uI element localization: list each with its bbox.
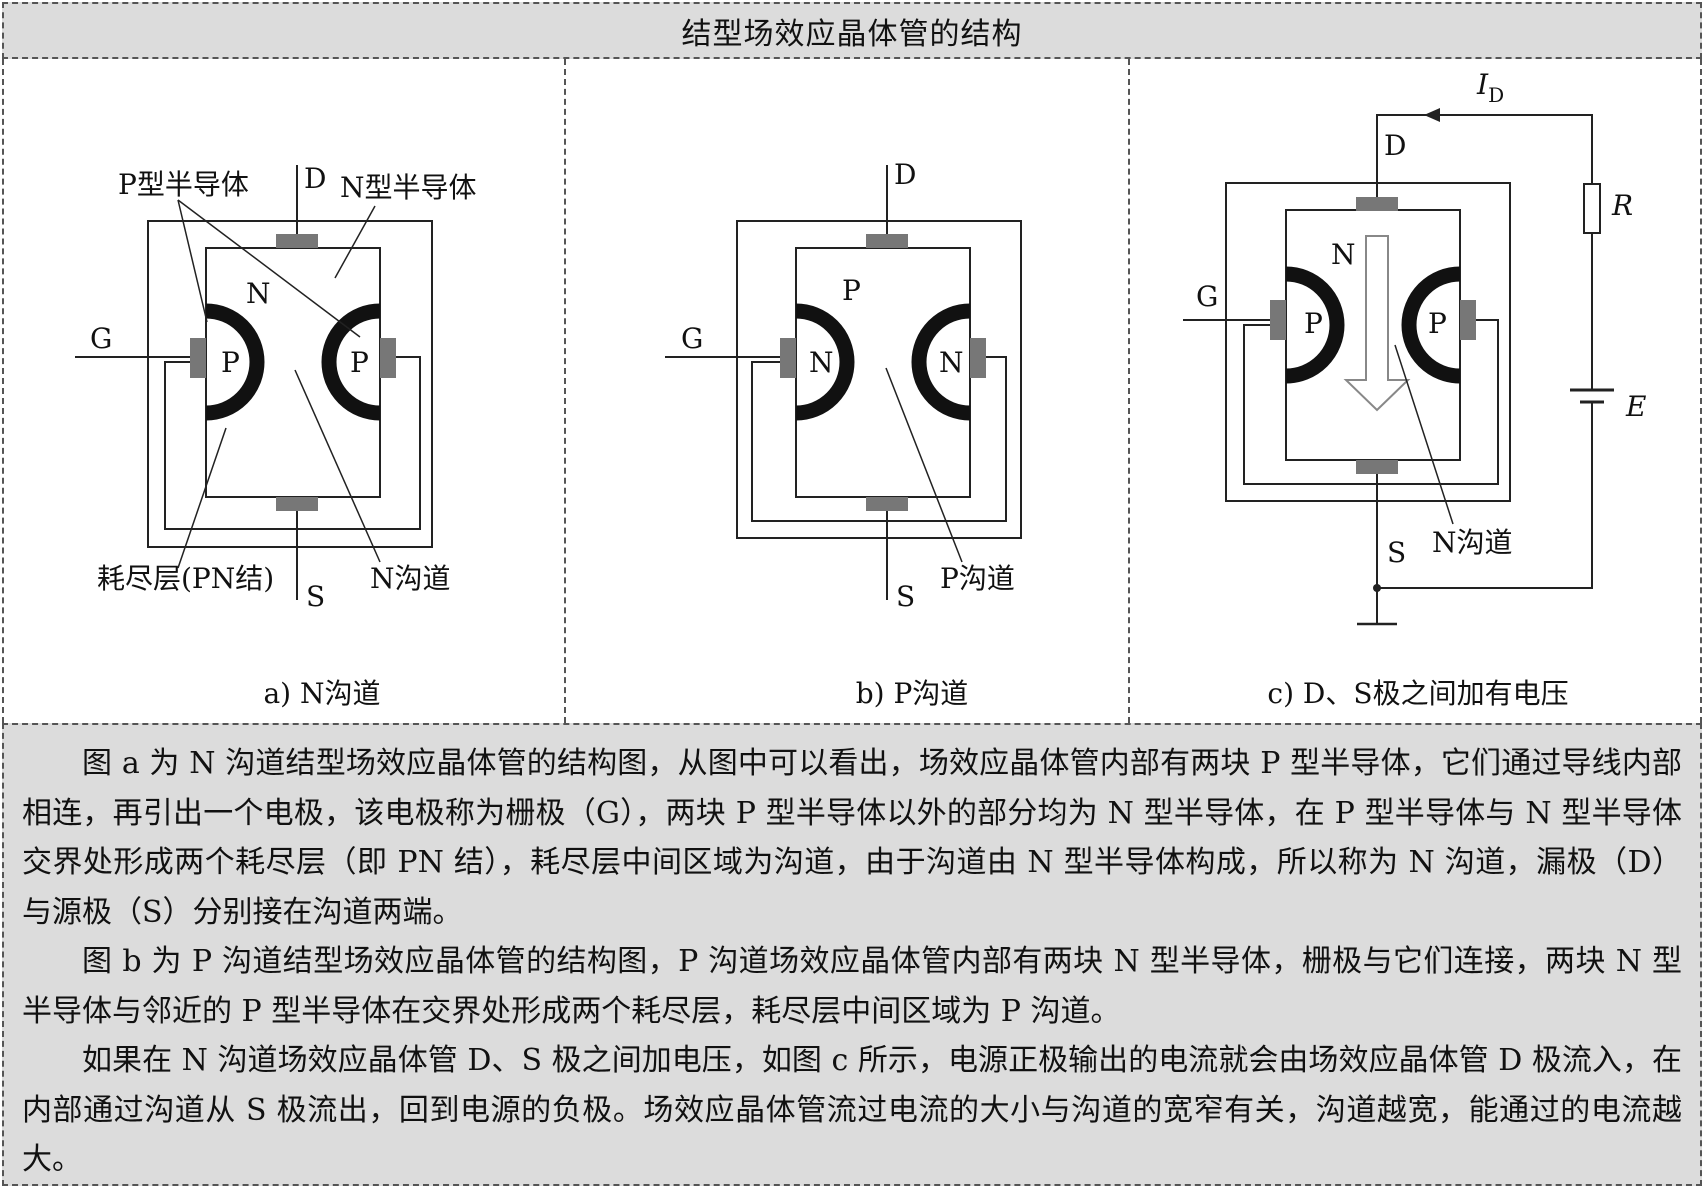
depletion-layer-left [796, 303, 855, 421]
explanation-text: 图 a 为 N 沟道结型场效应晶体管的结构图，从图中可以看出，场效应晶体管内部有… [2, 723, 1702, 1186]
junction-dot [1373, 584, 1381, 592]
pointer-channel [885, 367, 963, 563]
n-region-label: N [246, 277, 271, 310]
panel-divider-2 [1128, 59, 1130, 723]
jfet-diagrams: P型半导体 N型半导体 D G S N P P 耗尽层(PN结) N沟道 [75, 68, 1646, 626]
caption-c: c) D、S极之间加有电压 [1267, 677, 1569, 710]
caption-a: a) N沟道 [263, 677, 381, 710]
p-right-label: P [1428, 307, 1447, 340]
gate-electrode-right [1460, 300, 1476, 340]
pointer-p-left [177, 199, 208, 323]
gate-internal-wire [751, 356, 1007, 522]
p-right-label: P [350, 346, 369, 379]
channel-label: N沟道 [370, 562, 451, 595]
battery-to-source-wire [1377, 402, 1593, 589]
gate-label: G [681, 322, 703, 355]
p-region-label: P [842, 274, 861, 307]
p-semiconductor-label: P型半导体 [118, 168, 249, 201]
paragraph-2: 图 b 为 P 沟道结型场效应晶体管的结构图，P 沟道场效应晶体管内部有两块 N… [22, 944, 1682, 1029]
depletion-layer-left [206, 303, 265, 421]
drain-label: D [1384, 129, 1406, 162]
drain-circuit-wire [1376, 114, 1593, 197]
drain-label: D [894, 158, 916, 191]
current-direction-arrow [1424, 108, 1440, 122]
source-label: S [896, 580, 915, 613]
panels-area [2, 59, 1702, 723]
gate-electrode-left [1270, 300, 1286, 340]
paragraph-1: 图 a 为 N 沟道结型场效应晶体管的结构图，从图中可以看出，场效应晶体管内部有… [22, 746, 1682, 930]
depletion-layer-right [911, 303, 970, 421]
outer-case [736, 220, 1022, 539]
panel-b-diagram: D G S P N N P沟道 [665, 158, 1022, 613]
source-electrode [866, 497, 908, 511]
drain-label: D [304, 162, 326, 195]
n-semiconductor-label: N型半导体 [340, 171, 477, 204]
depletion-layer-right [321, 303, 380, 421]
source-label: S [1387, 536, 1406, 569]
gate-internal-wire [164, 356, 421, 530]
panel-divider-1 [564, 59, 566, 723]
panel-c-diagram: ID D G S N P P R E N沟道 [1183, 68, 1646, 626]
drain-electrode [1356, 197, 1398, 211]
current-label: ID [1476, 68, 1504, 107]
n-region-label: N [1331, 238, 1356, 271]
figure-title: 结型场效应晶体管的结构 [2, 2, 1702, 59]
n-right-label: N [939, 346, 964, 379]
paragraph-3: 如果在 N 沟道场效应晶体管 D、S 极之间加电压，如图 c 所示，电源正极输出… [22, 1043, 1682, 1177]
resistor-label: R [1611, 189, 1633, 222]
gate-internal-wire [1243, 319, 1499, 485]
caption-b: b) P沟道 [855, 677, 969, 710]
gate-electrode-left [780, 338, 796, 378]
pointer-p-right [177, 199, 361, 338]
channel-label: P沟道 [940, 562, 1015, 595]
depletion-label: 耗尽层(PN结) [97, 562, 274, 595]
gate-electrode-right [380, 338, 396, 378]
pointer-channel [1394, 344, 1454, 525]
channel-label: N沟道 [1432, 526, 1513, 559]
current-flow-arrow [1343, 235, 1411, 412]
resistor [1583, 183, 1601, 234]
gate-electrode-right [970, 338, 986, 378]
drain-electrode [276, 234, 318, 248]
p-left-label: P [221, 346, 240, 379]
panel-a-diagram: P型半导体 N型半导体 D G S N P P 耗尽层(PN结) N沟道 [75, 162, 477, 613]
battery-label: E [1625, 390, 1646, 423]
gate-label: G [90, 322, 112, 355]
outer-case [1225, 182, 1511, 502]
n-left-label: N [809, 346, 834, 379]
gate-label: G [1196, 280, 1218, 313]
drain-electrode [866, 234, 908, 248]
source-electrode [276, 497, 318, 511]
source-electrode [1356, 460, 1398, 474]
gate-electrode-left [190, 338, 206, 378]
p-left-label: P [1304, 307, 1323, 340]
depletion-layer-right [1401, 266, 1460, 384]
outer-case [147, 220, 433, 548]
figure-title-text: 结型场效应晶体管的结构 [681, 16, 1023, 52]
pointer-n-semiconductor [334, 205, 376, 279]
pointer-channel [294, 369, 381, 563]
source-label: S [306, 580, 325, 613]
pointer-depletion [177, 427, 227, 569]
depletion-layer-left [1286, 266, 1345, 384]
